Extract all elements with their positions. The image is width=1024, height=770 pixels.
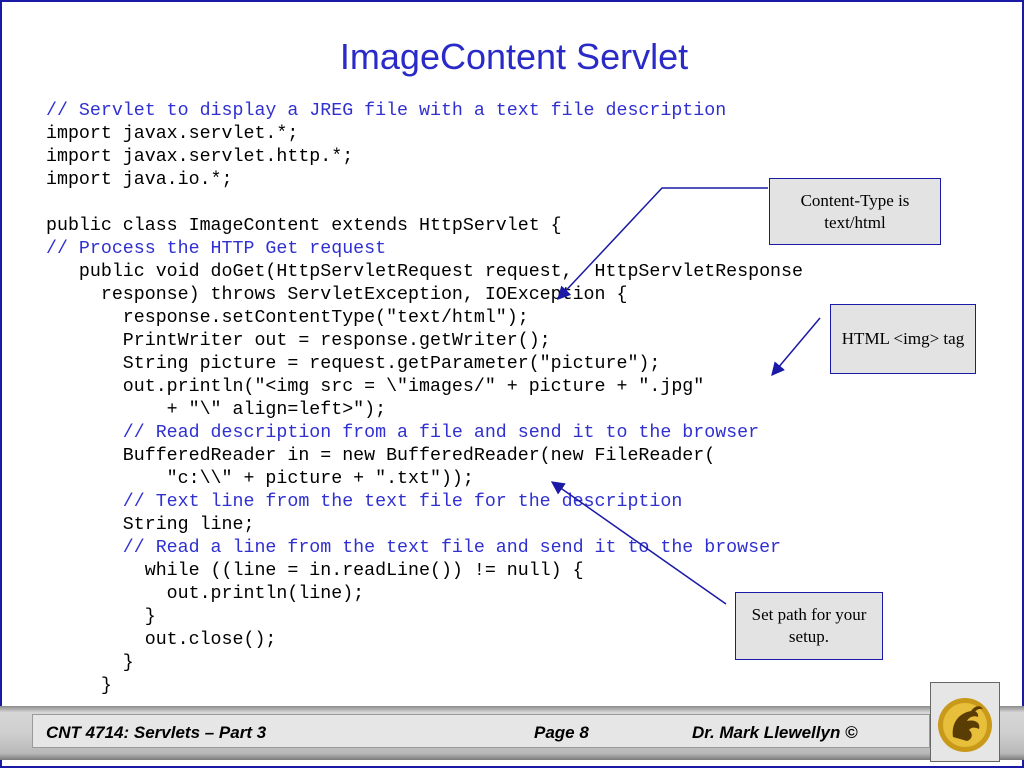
code-line: PrintWriter out = response.getWriter(); (46, 331, 551, 351)
code-line (46, 192, 803, 215)
code-comment-line: // Read description from a file and send… (46, 423, 760, 443)
code-line: String picture = request.getParameter("p… (46, 354, 661, 374)
callout-content-type-text: Content-Type is text/html (800, 190, 910, 232)
footer-page: Page 8 (534, 723, 589, 742)
code-line: response) throws ServletException, IOExc… (46, 285, 628, 305)
code-line: out.println(line); (46, 584, 365, 604)
code-comment-line: // Read a line from the text file and se… (46, 538, 782, 558)
callout-html-img-text: HTML <img> tag (841, 329, 965, 348)
callout-set-path: Set path for your setup. (735, 592, 883, 660)
callout-html-img: HTML <img> tag (830, 304, 976, 374)
code-line: out.close(); (46, 630, 277, 650)
code-line: BufferedReader in = new BufferedReader(n… (46, 446, 716, 466)
code-line: import java.io.*; (46, 170, 233, 190)
pegasus-logo-icon (938, 698, 992, 752)
code-line: public class ImageContent extends HttpSe… (46, 216, 562, 236)
code-comment-line: // Process the HTTP Get request (46, 239, 387, 259)
code-line: + "\" align=left>"); (46, 400, 387, 420)
code-line: } (46, 676, 112, 696)
code-line: out.println("<img src = \"images/" + pic… (46, 377, 705, 397)
code-line: } (46, 607, 156, 627)
footer-panel (32, 714, 930, 748)
footer-author: Dr. Mark Llewellyn © (692, 723, 858, 742)
callout-set-path-text: Set path for your setup. (751, 605, 867, 646)
code-line: public void doGet(HttpServletRequest req… (46, 262, 803, 282)
code-line: } (46, 653, 134, 673)
code-comment-line: // Servlet to display a JREG file with a… (46, 101, 727, 121)
footer: CNT 4714: Servlets – Part 3 Page 8 Dr. M… (0, 700, 1024, 768)
logo-box (930, 682, 1000, 762)
code-comment-line: // Text line from the text file for the … (46, 492, 683, 512)
code-line: while ((line = in.readLine()) != null) { (46, 561, 584, 581)
code-line: import javax.servlet.http.*; (46, 147, 354, 167)
code-line: "c:\\" + picture + ".txt")); (46, 469, 474, 489)
slide-title: ImageContent Servlet (339, 36, 689, 77)
code-line: import javax.servlet.*; (46, 124, 299, 144)
code-line: String line; (46, 515, 255, 535)
code-block: // Servlet to display a JREG file with a… (46, 100, 803, 698)
footer-course: CNT 4714: Servlets – Part 3 (46, 723, 267, 742)
code-line: response.setContentType("text/html"); (46, 308, 529, 328)
callout-content-type: Content-Type is text/html (769, 178, 941, 245)
